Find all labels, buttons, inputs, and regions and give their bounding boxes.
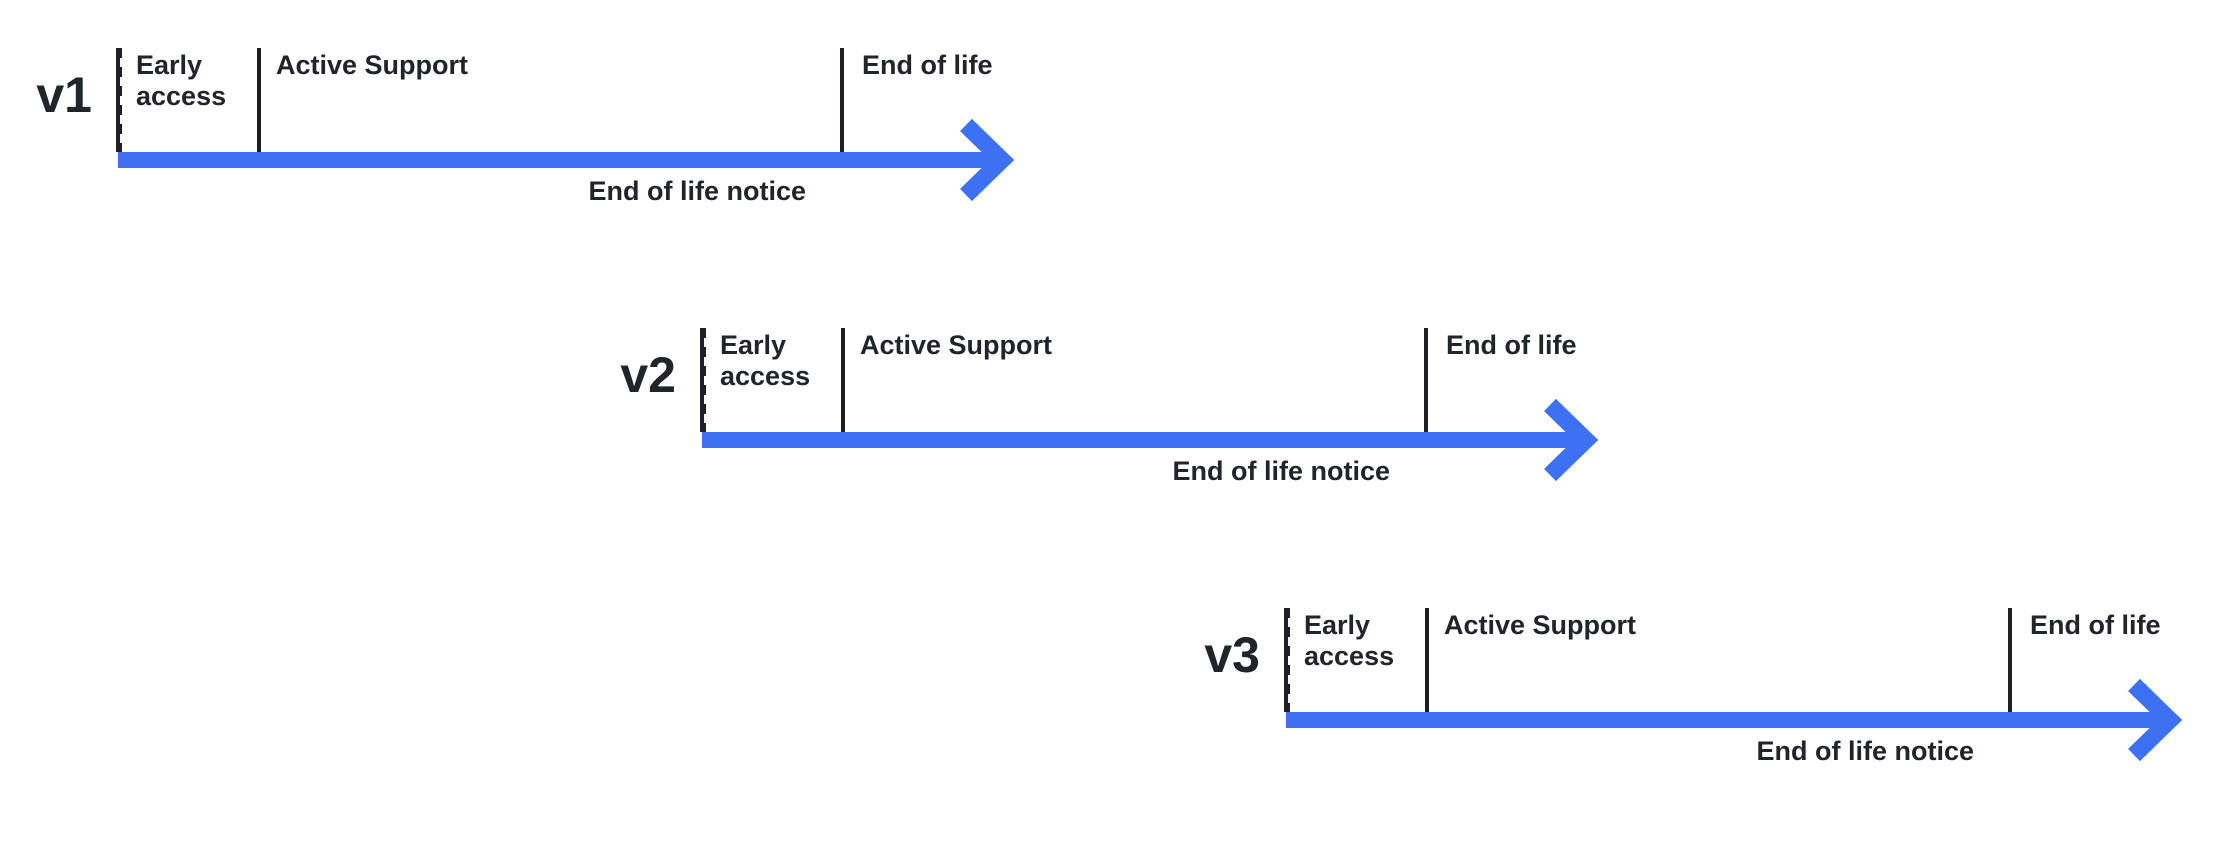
eol-notice-dashed-tick (702, 328, 706, 432)
active-support-start-tick (257, 48, 261, 152)
eol-notice-dashed-tick (118, 48, 122, 152)
arrow-head (2128, 678, 2183, 762)
end-of-life-label: End of life (1446, 330, 1577, 360)
early-access-label: Early access (1304, 610, 1395, 671)
end-of-life-tick (2008, 608, 2012, 712)
end-of-life-tick (840, 48, 844, 152)
end-of-life-label: End of life (862, 50, 993, 80)
arrow-head (960, 118, 1015, 202)
timeline-v3: v3 Early access Active Support End of li… (1204, 608, 2226, 848)
end-of-life-notice-label: End of life notice (588, 176, 806, 206)
version-label: v3 (1204, 627, 1260, 683)
timeline-arrow (1286, 678, 2183, 762)
early-access-start-tick (1284, 608, 1288, 712)
timeline-v1: v1 Early access Active Support End of li… (36, 48, 1058, 288)
version-label: v1 (36, 67, 92, 123)
eol-notice-dashed-tick (1286, 608, 1290, 712)
active-support-label: Active Support (860, 330, 1053, 360)
active-support-start-tick (1425, 608, 1429, 712)
active-support-label: Active Support (1444, 610, 1637, 640)
end-of-life-notice-label: End of life notice (1172, 456, 1390, 486)
diagram-canvas: { "diagram": { "type": "version-lifecycl… (36, 48, 2183, 766)
active-support-label: Active Support (276, 50, 469, 80)
active-support-start-tick (841, 328, 845, 432)
version-label: v2 (620, 347, 676, 403)
early-access-label: Early access (720, 330, 811, 391)
end-of-life-tick (1424, 328, 1428, 432)
end-of-life-notice-label: End of life notice (1756, 736, 1974, 766)
early-access-label: Early access (136, 50, 227, 111)
arrow-head (1544, 398, 1599, 482)
early-access-start-tick (116, 48, 120, 152)
timeline-arrow (702, 398, 1599, 482)
timeline-v2: v2 Early access Active Support End of li… (620, 328, 1642, 568)
end-of-life-label: End of life (2030, 610, 2161, 640)
early-access-start-tick (700, 328, 704, 432)
timeline-arrow (118, 118, 1015, 202)
